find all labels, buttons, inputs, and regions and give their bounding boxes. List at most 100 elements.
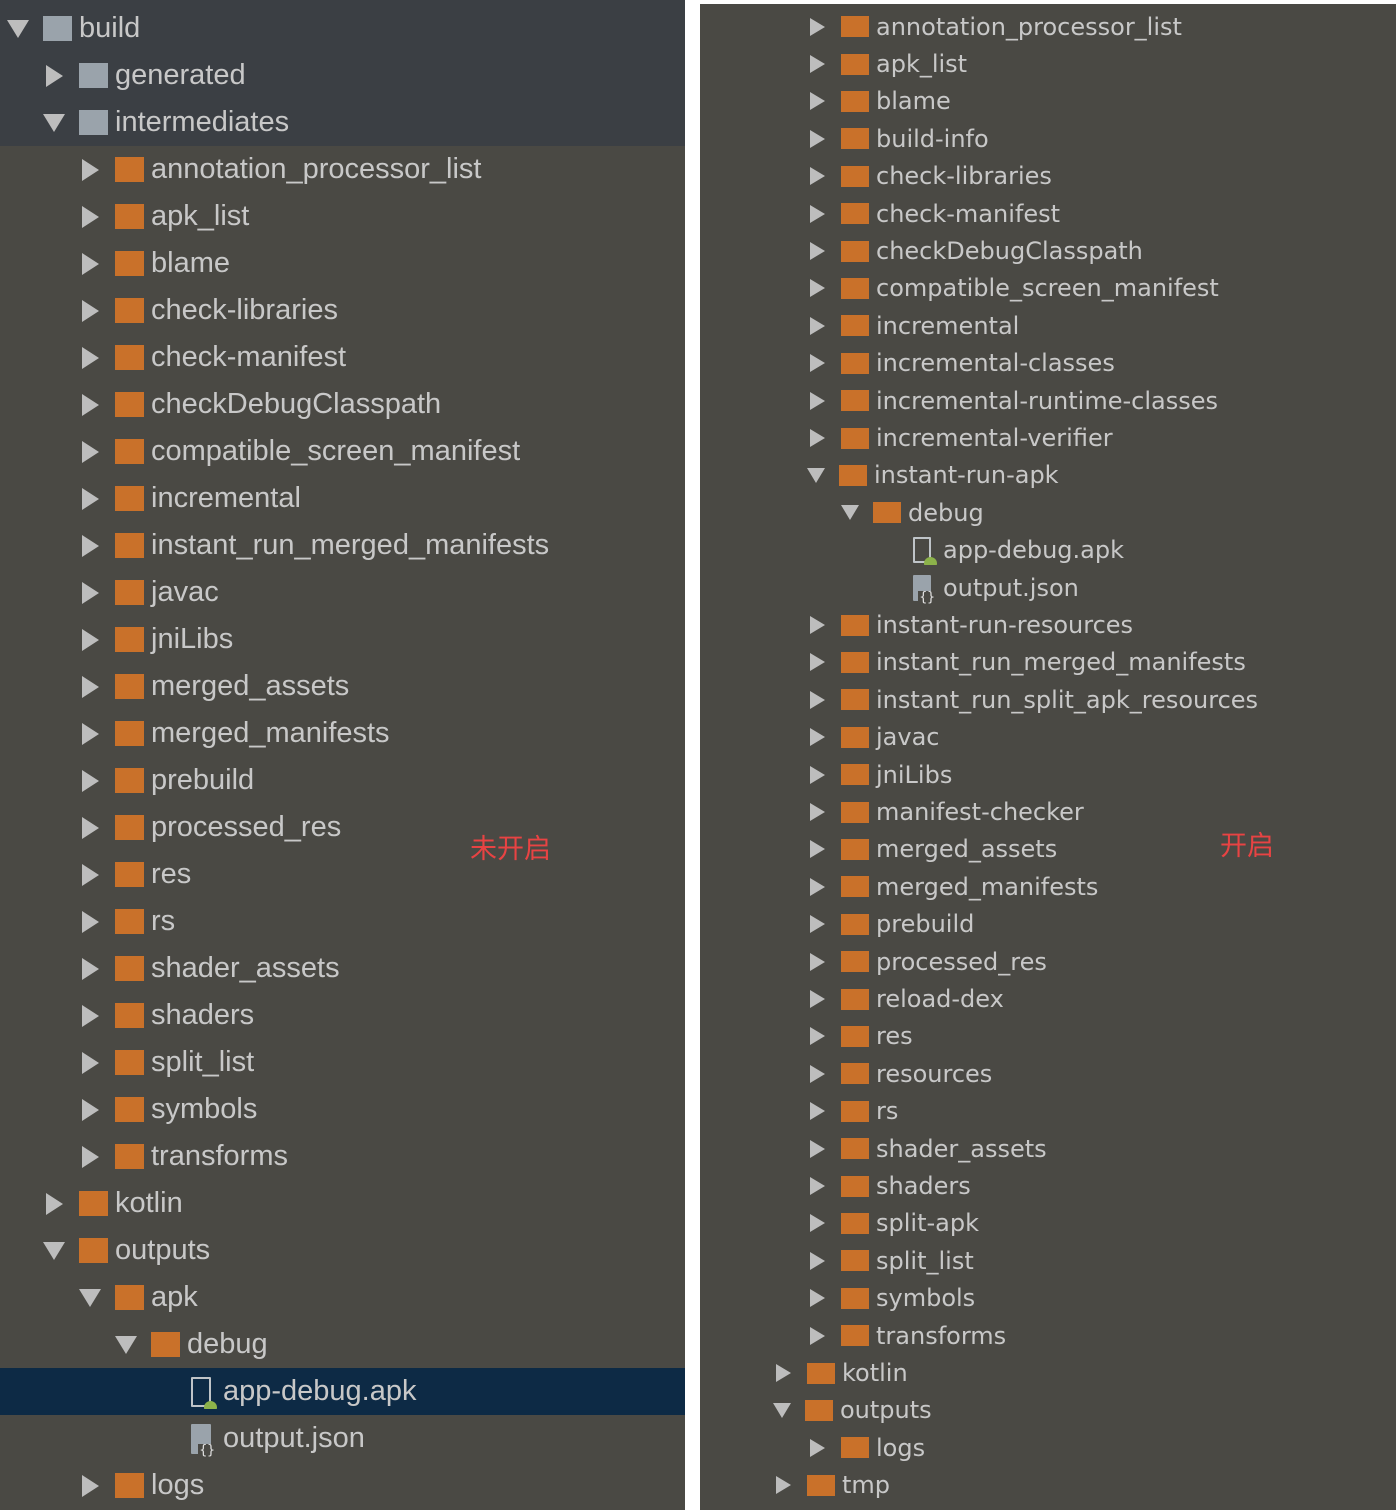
tree-row-logs[interactable]: logs <box>0 1462 685 1509</box>
tree-row-check-manifest[interactable]: check-manifest <box>700 195 1396 232</box>
tree-row-jnilibs[interactable]: jniLibs <box>0 616 685 663</box>
tree-row-debug[interactable]: debug <box>700 494 1396 531</box>
expand-arrow-right-icon[interactable] <box>82 1474 99 1497</box>
expand-arrow-right-icon[interactable] <box>82 252 99 275</box>
tree-row-res[interactable]: res <box>700 1018 1396 1055</box>
expand-arrow-right-icon[interactable] <box>810 840 825 859</box>
tree-row-split-apk[interactable]: split-apk <box>700 1205 1396 1242</box>
expand-arrow-right-icon[interactable] <box>82 487 99 510</box>
tree-row-processed-res[interactable]: processed_res <box>0 804 685 851</box>
tree-row-apk-list[interactable]: apk_list <box>0 193 685 240</box>
expand-arrow-right-icon[interactable] <box>776 1364 791 1383</box>
expand-arrow-right-icon[interactable] <box>810 990 825 1009</box>
expand-arrow-right-icon[interactable] <box>82 205 99 228</box>
expand-arrow-right-icon[interactable] <box>810 1177 825 1196</box>
tree-row-merged-manifests[interactable]: merged_manifests <box>0 710 685 757</box>
expand-arrow-right-icon[interactable] <box>82 1098 99 1121</box>
expand-arrow-down-icon[interactable] <box>773 1402 791 1418</box>
tree-row-symbols[interactable]: symbols <box>0 1086 685 1133</box>
expand-arrow-right-icon[interactable] <box>810 1214 825 1233</box>
tree-row-instant-run-apk[interactable]: instant-run-apk <box>700 457 1396 494</box>
tree-row-incremental[interactable]: incremental <box>0 475 685 522</box>
expand-arrow-right-icon[interactable] <box>776 1476 791 1495</box>
tree-row-incremental-classes[interactable]: incremental-classes <box>700 345 1396 382</box>
tree-row-apk-list[interactable]: apk_list <box>700 45 1396 82</box>
tree-row-outputs[interactable]: outputs <box>700 1392 1396 1429</box>
expand-arrow-right-icon[interactable] <box>810 616 825 635</box>
expand-arrow-right-icon[interactable] <box>810 1326 825 1345</box>
expand-arrow-right-icon[interactable] <box>82 1145 99 1168</box>
tree-row-app-debug-apk[interactable]: app-debug.apk <box>0 1368 685 1415</box>
expand-arrow-right-icon[interactable] <box>82 158 99 181</box>
expand-arrow-right-icon[interactable] <box>810 429 825 448</box>
tree-row-app-debug-apk[interactable]: app-debug.apk <box>700 532 1396 569</box>
expand-arrow-right-icon[interactable] <box>82 534 99 557</box>
expand-arrow-down-icon[interactable] <box>807 467 825 483</box>
expand-arrow-down-icon[interactable] <box>7 19 29 38</box>
tree-row-intermediates[interactable]: intermediates <box>0 99 685 146</box>
tree-row-incremental[interactable]: incremental <box>700 307 1396 344</box>
tree-row-tmp[interactable]: tmp <box>700 1467 1396 1504</box>
tree-row-check-libraries[interactable]: check-libraries <box>0 287 685 334</box>
expand-arrow-right-icon[interactable] <box>82 722 99 745</box>
expand-arrow-right-icon[interactable] <box>82 346 99 369</box>
tree-row-logs[interactable]: logs <box>700 1429 1396 1466</box>
tree-row-manifest-checker[interactable]: manifest-checker <box>700 793 1396 830</box>
expand-arrow-right-icon[interactable] <box>82 675 99 698</box>
expand-arrow-right-icon[interactable] <box>810 803 825 822</box>
tree-row-resources[interactable]: resources <box>700 1055 1396 1092</box>
tree-row-checkdebugclasspath[interactable]: checkDebugClasspath <box>700 232 1396 269</box>
tree-row-shader-assets[interactable]: shader_assets <box>700 1130 1396 1167</box>
expand-arrow-right-icon[interactable] <box>810 1139 825 1158</box>
expand-arrow-right-icon[interactable] <box>46 1192 63 1215</box>
tree-row-rs[interactable]: rs <box>0 898 685 945</box>
expand-arrow-right-icon[interactable] <box>810 167 825 186</box>
tree-row-prebuild[interactable]: prebuild <box>0 757 685 804</box>
tree-row-instant-run-merged-manifests[interactable]: instant_run_merged_manifests <box>0 522 685 569</box>
tree-row-instant-run-resources[interactable]: instant-run-resources <box>700 606 1396 643</box>
expand-arrow-right-icon[interactable] <box>810 1438 825 1457</box>
expand-arrow-right-icon[interactable] <box>82 769 99 792</box>
tree-row-transforms[interactable]: transforms <box>0 1133 685 1180</box>
tree-row-incremental-runtime-classes[interactable]: incremental-runtime-classes <box>700 382 1396 419</box>
expand-arrow-right-icon[interactable] <box>810 129 825 148</box>
tree-row-kotlin[interactable]: kotlin <box>700 1354 1396 1391</box>
expand-arrow-down-icon[interactable] <box>43 113 65 132</box>
tree-row-output-json[interactable]: {}output.json <box>700 569 1396 606</box>
expand-arrow-right-icon[interactable] <box>82 299 99 322</box>
expand-arrow-down-icon[interactable] <box>79 1288 101 1307</box>
tree-row-check-libraries[interactable]: check-libraries <box>700 158 1396 195</box>
expand-arrow-right-icon[interactable] <box>810 17 825 36</box>
tree-row-javac[interactable]: javac <box>0 569 685 616</box>
tree-row-merged-assets[interactable]: merged_assets <box>0 663 685 710</box>
tree-row-check-manifest[interactable]: check-manifest <box>0 334 685 381</box>
expand-arrow-right-icon[interactable] <box>810 1064 825 1083</box>
expand-arrow-right-icon[interactable] <box>82 957 99 980</box>
expand-arrow-right-icon[interactable] <box>810 354 825 373</box>
expand-arrow-down-icon[interactable] <box>115 1335 137 1354</box>
expand-arrow-right-icon[interactable] <box>82 628 99 651</box>
tree-row-output-json[interactable]: {}output.json <box>0 1415 685 1462</box>
expand-arrow-right-icon[interactable] <box>810 391 825 410</box>
expand-arrow-right-icon[interactable] <box>810 1027 825 1046</box>
tree-row-merged-assets[interactable]: merged_assets <box>700 831 1396 868</box>
tree-row-incremental-verifier[interactable]: incremental-verifier <box>700 419 1396 456</box>
tree-row-instant-run-split-apk-resources[interactable]: instant_run_split_apk_resources <box>700 681 1396 718</box>
expand-arrow-right-icon[interactable] <box>810 1251 825 1270</box>
expand-arrow-right-icon[interactable] <box>82 440 99 463</box>
tree-row-compatible-screen-manifest[interactable]: compatible_screen_manifest <box>0 428 685 475</box>
expand-arrow-right-icon[interactable] <box>810 915 825 934</box>
tree-row-shader-assets[interactable]: shader_assets <box>0 945 685 992</box>
expand-arrow-right-icon[interactable] <box>82 910 99 933</box>
tree-row-debug[interactable]: debug <box>0 1321 685 1368</box>
tree-row-annotation-processor-list[interactable]: annotation_processor_list <box>0 146 685 193</box>
expand-arrow-right-icon[interactable] <box>810 877 825 896</box>
expand-arrow-right-icon[interactable] <box>46 64 63 87</box>
tree-row-blame[interactable]: blame <box>0 240 685 287</box>
tree-row-javac[interactable]: javac <box>700 719 1396 756</box>
tree-row-merged-manifests[interactable]: merged_manifests <box>700 868 1396 905</box>
tree-row-shaders[interactable]: shaders <box>700 1167 1396 1204</box>
tree-row-apk[interactable]: apk <box>0 1274 685 1321</box>
expand-arrow-right-icon[interactable] <box>810 92 825 111</box>
expand-arrow-right-icon[interactable] <box>810 690 825 709</box>
